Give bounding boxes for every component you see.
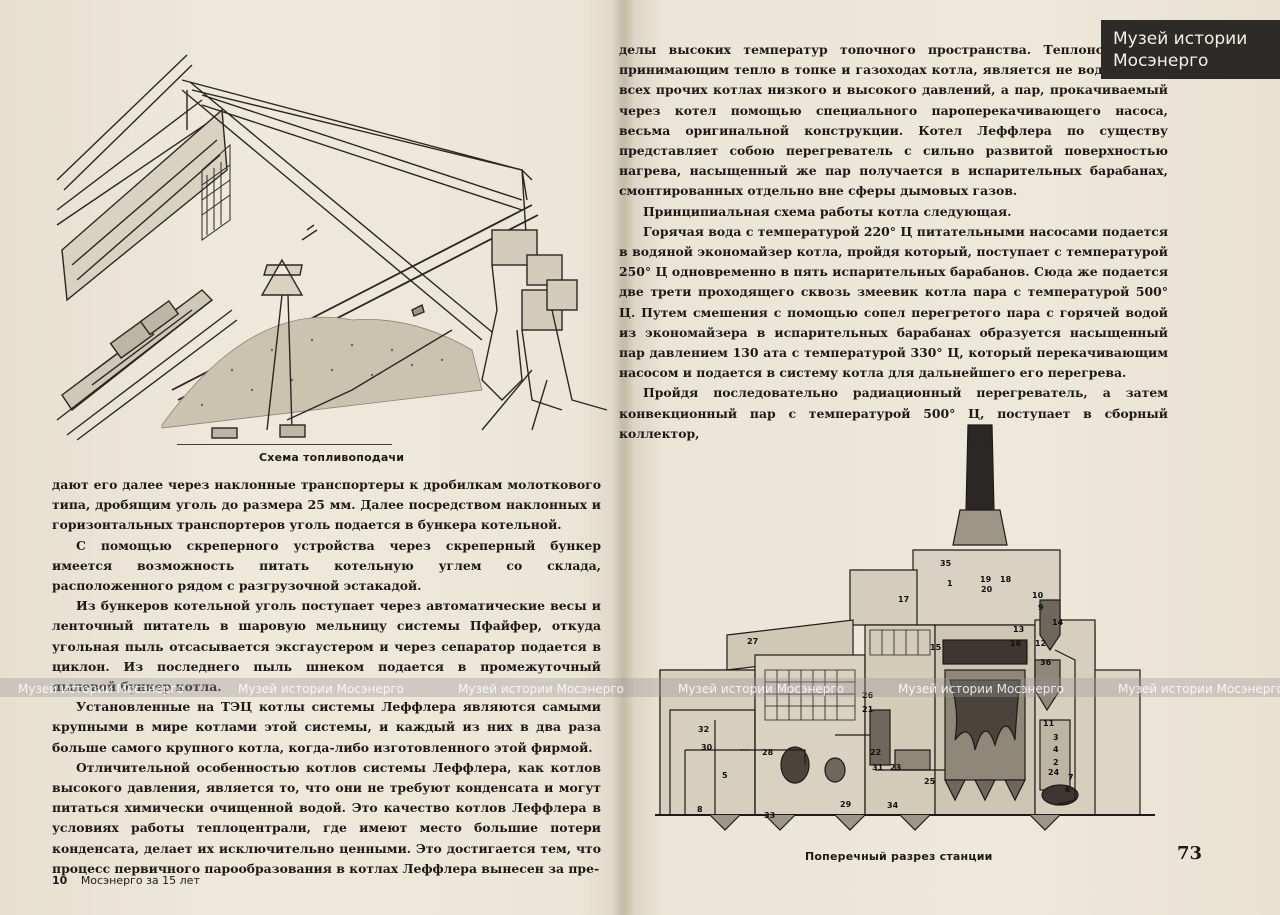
museum-logo: Музей истории Мосэнерго [1101,20,1280,79]
callout-number: 23 [890,763,901,772]
callout-number: 36 [1040,658,1052,667]
callout-number: 28 [762,748,774,757]
callout-number: 19 [980,575,992,584]
callout-number: 27 [747,637,758,646]
callout-number: 11 [1043,719,1055,728]
callout-number: 24 [1048,768,1060,777]
callout-number: 1 [947,579,953,588]
callout-number: 7 [1068,773,1074,782]
callout-number: 32 [698,725,709,734]
callout-number: 31 [872,763,884,772]
callout-number: 20 [981,585,993,594]
callout-number: 22 [870,748,881,757]
logo-line-2: Мосэнерго [1113,51,1209,71]
callout-number: 33 [764,811,775,820]
callout-number: 16 [1010,639,1022,648]
left-paragraph: Установленные на ТЭЦ котлы системы Леффл… [52,699,601,755]
watermark-text: Музей истории Мосэнерго [18,682,184,696]
watermark-text: Музей истории Мосэнерго [678,682,844,696]
callout-number: 4 [1053,745,1059,754]
callout-number: 3 [1053,733,1059,742]
right-body-text: делы высоких температур топочного простр… [619,40,1168,444]
callout-number: 13 [1013,625,1024,634]
watermark-text: Музей истории Мосэнерго [1118,682,1280,696]
watermark-text: Музей истории Мосэнерго [238,682,404,696]
right-paragraph: Принципиальная схема работы котла следую… [643,203,1012,219]
callout-number: 17 [898,595,909,604]
left-page-footer: 10 Мосэнерго за 15 лет [52,874,200,887]
callout-number: 12 [1035,639,1046,648]
callout-number: 15 [930,643,942,652]
callout-number: 14 [1052,618,1064,627]
callout-number: 9 [1038,603,1044,612]
callout-number: 6 [1065,785,1071,794]
right-page-number: 73 [1177,843,1203,864]
callout-number: 30 [701,743,713,752]
callout-number: 21 [862,705,874,714]
callout-number: 34 [887,801,899,810]
watermark-text: Музей истории Мосэнерго [898,682,1064,696]
callout-number: 2 [1053,758,1059,767]
callout-number: 26 [862,691,874,700]
fuel-supply-diagram [52,50,612,445]
book-gutter [612,0,634,915]
callout-number: 25 [924,777,936,786]
left-paragraph: дают его далее через наклонные транспорт… [52,477,601,533]
watermark-text: Музей истории Мосэнерго [458,682,624,696]
right-paragraph: Горячая вода с температурой 220° Ц питат… [619,223,1168,381]
right-paragraph: делы высоких температур топочного простр… [619,42,1168,199]
callout-number: 18 [1000,575,1012,584]
right-paragraph: Пройдя последовательно радиационный пере… [619,385,1168,441]
left-body-text: дают его далее через наклонные транспорт… [52,475,601,879]
callout-number: 10 [1032,591,1044,600]
watermark-band: Музей истории Мосэнерго Музей истории Мос… [0,678,1280,697]
left-paragraph: Из бункеров котельной уголь поступает че… [52,598,601,695]
left-page [0,0,625,915]
callout-number: 8 [697,805,703,814]
logo-line-1: Музей истории [1113,29,1248,49]
cross-section-caption: Поперечный разрез станции [805,850,993,863]
left-page-number: 10 [52,874,68,887]
fuel-supply-caption: Схема топливоподачи [259,451,405,464]
left-paragraph: С помощью скреперного устройства через с… [52,537,601,594]
callout-number: 35 [940,559,952,568]
callout-number: 29 [840,800,852,809]
book-title: Мосэнерго за 15 лет [80,874,200,887]
left-paragraph: Отличительной особенностью котлов систем… [52,759,601,876]
callout-number: 5 [722,771,728,780]
